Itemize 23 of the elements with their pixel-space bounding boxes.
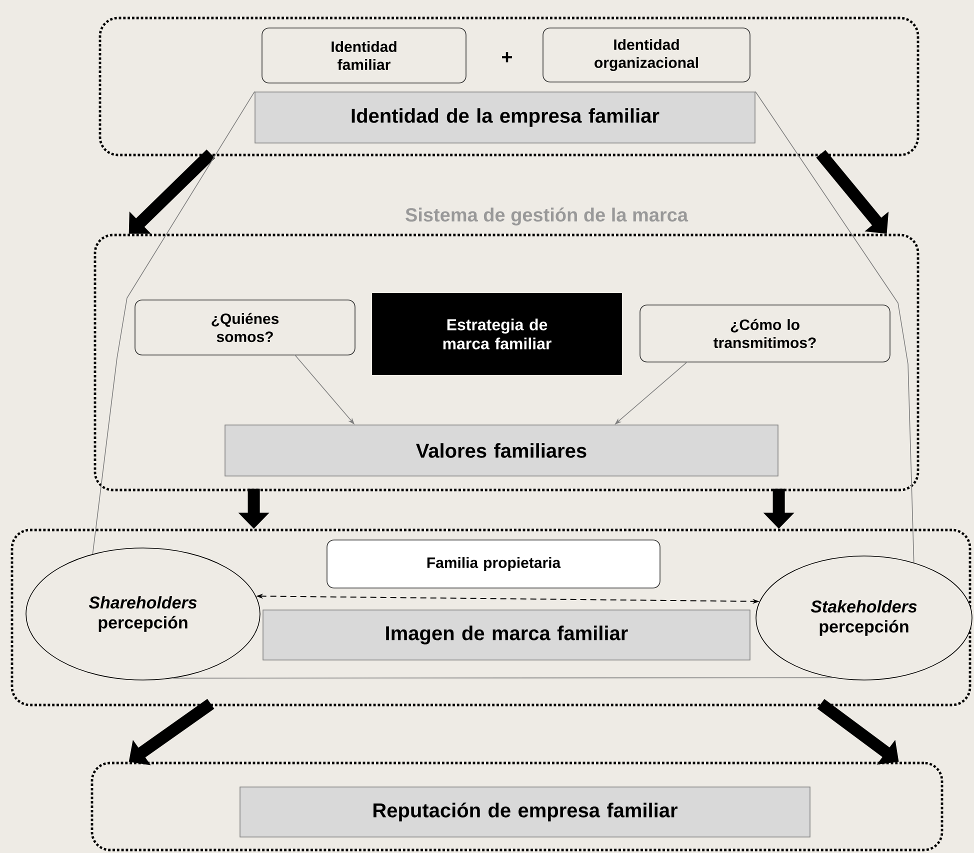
dotted-frame	[98, 16, 920, 156]
connector-line	[755, 91, 914, 563]
block-arrow	[816, 150, 889, 234]
node-label: Stakeholders percepción	[810, 600, 917, 636]
strategy-box: Estrategia de marca familiar	[372, 293, 622, 375]
connector-line	[92, 91, 256, 554]
dotted-frame	[10, 528, 972, 706]
shaded-box: Reputación de empresa familiar	[240, 786, 810, 838]
ellipse-node: Shareholders percepción	[26, 548, 260, 680]
connector-line	[172, 677, 833, 679]
ellipse-node: Stakeholders percepción	[756, 556, 972, 680]
shaded-box: Imagen de marca familiar	[262, 610, 750, 660]
shaded-box: Identidad de la empresa familiar	[254, 92, 756, 144]
rounded-box: Familia propietaria	[326, 540, 660, 588]
rounded-box: Identidad organizacional	[542, 28, 750, 82]
rounded-box: Identidad familiar	[262, 28, 466, 84]
rounded-box: ¿Cómo lo transmitimos?	[640, 304, 890, 362]
plus-sign: +	[502, 52, 512, 62]
node-label: Sistema de gestión de la marca	[406, 208, 688, 226]
rounded-box: ¿Quiénes somos?	[134, 300, 356, 356]
block-arrow	[128, 150, 215, 234]
dotted-frame	[90, 762, 944, 852]
shaded-box: Valores familiares	[224, 424, 778, 476]
